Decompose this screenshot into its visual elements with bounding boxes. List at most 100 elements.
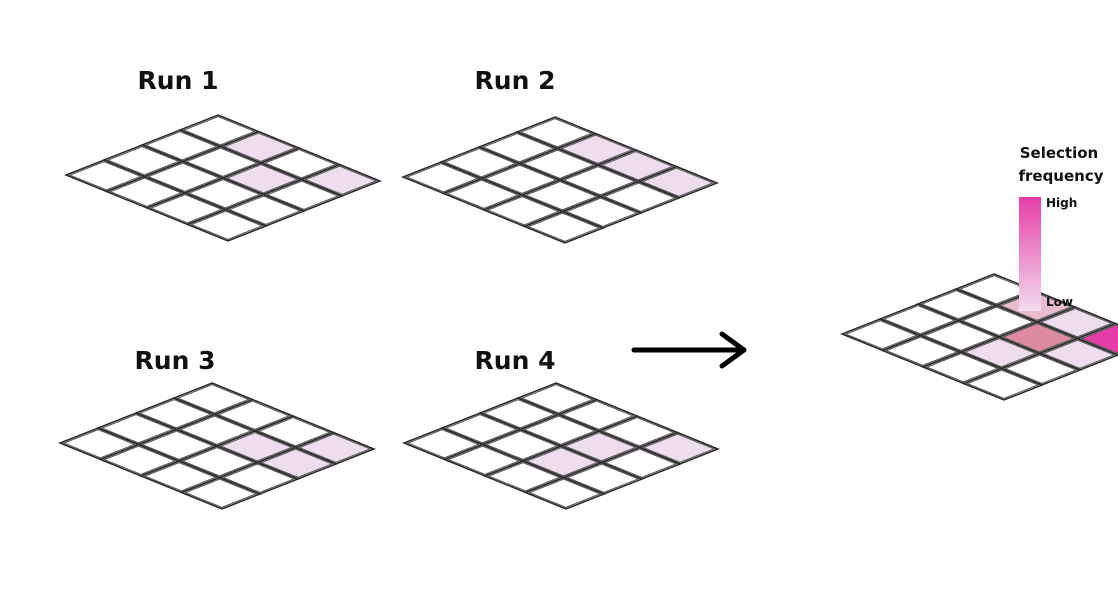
aggregate-grid: [839, 273, 1118, 401]
aggregate-cell-fill: [1039, 308, 1113, 338]
aggregate-cell-fill: [882, 305, 956, 335]
aggregate-cell-fill: [963, 338, 1037, 368]
right-arrow-icon: [631, 331, 747, 369]
run-2-cell-fill: [481, 133, 555, 163]
run-2-cell-fill: [641, 167, 715, 197]
run-4-grid: [401, 382, 721, 510]
run-4-cell-fill: [566, 463, 640, 493]
run-3-cell-fill: [141, 430, 215, 460]
run-2-grid: [400, 116, 720, 244]
run-3-cell-fill: [219, 432, 293, 462]
run-2-cell-fill: [484, 164, 558, 194]
run-3-cell-fill: [143, 462, 217, 492]
run-1-grid: [63, 114, 383, 242]
run-4-cell-fill: [406, 429, 480, 459]
aggregate-cell-fill: [844, 320, 918, 350]
run-4-cell-fill: [487, 462, 561, 492]
run-4-cell-fill: [561, 400, 635, 430]
run-3-cell-fill: [100, 414, 174, 444]
run-1-cell-fill: [187, 179, 261, 209]
legend: Selection frequency High Low: [1018, 144, 1104, 311]
run-1-cell-fill: [182, 116, 256, 146]
run-3-cell-fill: [298, 433, 372, 463]
run-3-cell-fill: [217, 400, 291, 430]
run-3-cell-fill: [138, 399, 212, 429]
run-1-cell-fill: [144, 131, 218, 161]
aggregate-cell-fill: [923, 321, 997, 351]
run-1-cell-fill: [109, 177, 183, 207]
legend-title-line-1: Selection: [1020, 144, 1098, 162]
run-2-cell-outline: [522, 210, 606, 244]
legend-gradient-bar: [1019, 197, 1041, 311]
run-1-cell-r3-c3: [185, 208, 269, 242]
legend-low-label: Low: [1046, 295, 1073, 309]
run-1-cell-fill: [149, 194, 223, 224]
run-3-cell-outline: [179, 476, 263, 510]
run-4-cell-fill: [528, 478, 602, 508]
legend-high-label: High: [1046, 196, 1077, 210]
run-1-cell-fill: [228, 195, 302, 225]
aggregate-cell-fill: [1001, 323, 1075, 353]
run-3-cell-r3-c3: [179, 476, 263, 510]
aggregate-cell-fill: [966, 369, 1040, 399]
aggregate-cell-fill: [1004, 354, 1078, 384]
run-1-cell-fill: [266, 180, 340, 210]
run-2-cell-fill: [486, 196, 560, 226]
run-2-cell-fill: [522, 149, 596, 179]
run-1-cell-fill: [106, 146, 180, 176]
run-2-cell-fill: [446, 179, 520, 209]
run-3-cell-fill: [181, 447, 255, 477]
aggregate-cell-outline: [961, 367, 1045, 401]
run-4-cell-outline: [523, 476, 607, 510]
run-2-cell-r3-c3: [522, 210, 606, 244]
run-4-cell-fill: [642, 433, 716, 463]
run-3-cell-fill: [257, 417, 331, 447]
run-2-cell-fill: [565, 197, 639, 227]
run-3-cell-fill: [176, 384, 250, 414]
run-1-title: Run 1: [138, 66, 219, 95]
run-3-cell-fill: [260, 448, 334, 478]
run-3-cell-fill: [222, 463, 296, 493]
run-4-cell-fill: [444, 414, 518, 444]
aggregate-cell-fill: [885, 336, 959, 366]
run-2-cell-fill: [562, 166, 636, 196]
run-2-cell-fill: [603, 182, 677, 212]
run-2-cell-fill: [560, 134, 634, 164]
run-4-cell-fill: [447, 445, 521, 475]
run-2-cell-fill: [524, 181, 598, 211]
run-3-cell-fill: [62, 429, 136, 459]
run-1-cell-fill: [223, 132, 297, 162]
run-3-cell-fill: [103, 445, 177, 475]
aggregate-cell-outline: [1075, 322, 1118, 356]
run-4-cell-fill: [601, 417, 675, 447]
run-1-cell-fill: [147, 162, 221, 192]
run-3-cell-fill: [179, 415, 253, 445]
run-3-cell-fill: [184, 478, 258, 508]
run-4-cell-fill: [604, 448, 678, 478]
aggregate-cell-r3-c3: [961, 367, 1045, 401]
run-4-cell-fill: [525, 447, 599, 477]
aggregate-cell-fill: [920, 290, 994, 320]
run-4-cell-r3-c3: [523, 476, 607, 510]
run-2-cell-fill: [519, 118, 593, 148]
run-2-cell-fill: [600, 151, 674, 181]
run-1-cell-outline: [185, 208, 269, 242]
run-1-cell-fill: [190, 210, 264, 240]
legend-title-line-2: frequency: [1018, 167, 1103, 185]
aggregate-cell-fill: [1042, 339, 1116, 369]
run-1-cell-fill: [68, 161, 142, 191]
run-2-cell-fill: [527, 212, 601, 242]
run-3-grid: [57, 382, 377, 510]
run-2-cell-fill: [405, 163, 479, 193]
run-2-title: Run 2: [475, 66, 556, 95]
run-4-cell-fill: [520, 384, 594, 414]
run-1-cell-fill: [263, 149, 337, 179]
aggregate-cell-fill: [958, 275, 1032, 305]
run-3-title: Run 3: [135, 346, 216, 375]
aggregate-cell-fill: [925, 353, 999, 383]
run-4-cell-fill: [485, 430, 559, 460]
run-4-cell-fill: [563, 432, 637, 462]
run-2-cell-fill: [443, 148, 517, 178]
run-4-cell-fill: [523, 415, 597, 445]
